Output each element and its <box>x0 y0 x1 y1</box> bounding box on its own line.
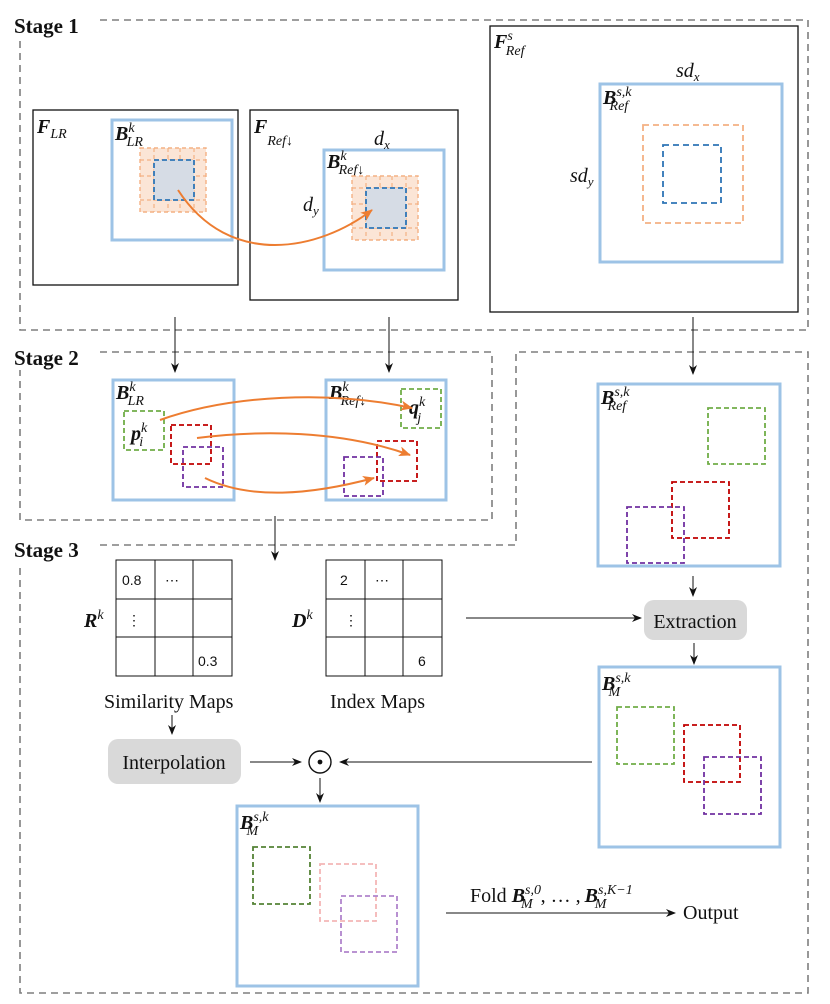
d-y-label: dy <box>303 194 319 218</box>
f-refdown-patch-grid <box>351 175 419 241</box>
s2-green-patch <box>123 410 165 451</box>
stage2-label: Stage 2 <box>14 346 79 370</box>
index-maps-caption: Index Maps <box>330 691 425 713</box>
f-refdown-box <box>249 109 459 301</box>
stage3-label: Stage 3 <box>14 538 79 562</box>
f-lr-label: FLR <box>36 116 67 142</box>
stage3-frame <box>19 351 809 994</box>
bm-right-red-patch <box>683 724 741 783</box>
b-m-bottom-box <box>235 804 420 988</box>
bm-bottom-red-patch <box>319 863 377 922</box>
bm-bottom-green-patch <box>252 846 311 905</box>
extraction-label: Extraction <box>653 611 736 633</box>
sd-y-label: sdy <box>570 165 594 189</box>
match-arrow-stage1 <box>177 189 373 246</box>
sd-x-label: sdx <box>676 60 700 84</box>
s2-ref-red-patch <box>376 440 418 482</box>
s2-sref-green-patch <box>707 407 766 465</box>
idx-cell-0: 2 <box>340 572 348 588</box>
similarity-maps-caption: Similarity Maps <box>104 691 234 713</box>
s2-ref-purple-patch <box>343 456 384 497</box>
index-map-grid <box>325 559 443 677</box>
d-x-label: dx <box>374 128 390 152</box>
d-label: Dk <box>291 608 313 632</box>
bm-bottom-purple-patch <box>340 895 398 953</box>
s2-b-sref-box <box>596 382 782 568</box>
sref-blue-patch <box>662 144 722 204</box>
sim-cell-3: ⋮ <box>127 612 141 628</box>
s2-b-lr-box <box>111 378 236 502</box>
s2-sref-purple-patch <box>626 506 685 564</box>
similarity-map-grid <box>115 559 233 677</box>
r-label: Rk <box>83 608 104 632</box>
f-refdown-label: FRef↓ <box>253 116 293 149</box>
s2-red-patch <box>170 424 212 465</box>
sim-cell-8: 0.3 <box>198 653 218 669</box>
idx-cell-1: ⋯ <box>375 572 389 588</box>
s2-purple-patch <box>182 446 224 488</box>
b-lr-box <box>110 118 234 242</box>
interpolation-label: Interpolation <box>122 752 225 774</box>
b-m-right-box <box>597 665 782 849</box>
hadamard-dot-icon <box>317 759 323 765</box>
match-arrow-green <box>159 396 413 421</box>
idx-cell-3: ⋮ <box>344 612 358 628</box>
sref-orange-patch <box>642 124 744 224</box>
extraction-box <box>644 600 747 640</box>
f-lr-patch-grid <box>139 147 207 213</box>
s2-b-refdown-box <box>324 378 448 502</box>
stage1-label: Stage 1 <box>14 14 79 38</box>
f-lr-box <box>32 109 239 286</box>
match-arrow-red <box>196 432 411 457</box>
bm-right-purple-patch <box>703 756 762 815</box>
s2-sref-red-patch <box>671 481 730 539</box>
interpolation-box <box>108 739 241 784</box>
stage1-frame <box>19 19 809 331</box>
bm-right-green-patch <box>616 706 675 765</box>
b-refdown-box <box>322 148 446 272</box>
sim-cell-0: 0.8 <box>122 572 142 588</box>
sim-cell-1: ⋯ <box>165 572 179 588</box>
b-sref-box <box>598 82 784 264</box>
hadamard-operator-icon <box>308 750 332 774</box>
stage2-frame <box>19 351 493 521</box>
match-arrow-purple <box>204 475 375 494</box>
f-sref-box <box>489 25 799 313</box>
output-label: Output <box>683 902 739 924</box>
idx-cell-8: 6 <box>418 653 426 669</box>
